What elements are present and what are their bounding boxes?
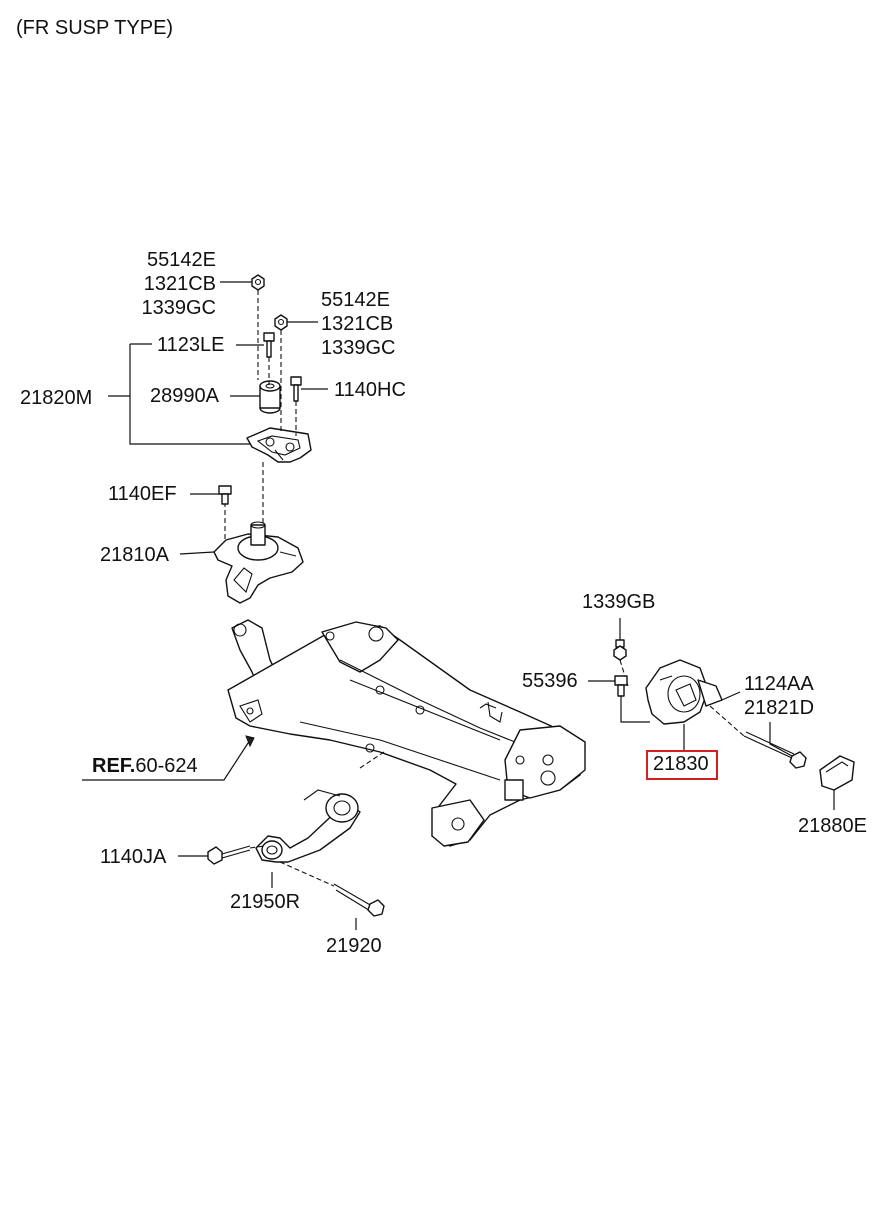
label-21920: 21920 bbox=[326, 935, 382, 957]
label-1124aa: 1124AA bbox=[744, 673, 814, 695]
nut-55142e-b bbox=[274, 314, 288, 331]
cover-21880e bbox=[819, 755, 855, 791]
label-21820m: 21820M bbox=[20, 387, 93, 409]
rod-21950r bbox=[255, 789, 361, 863]
bolt-1140hc bbox=[290, 376, 302, 402]
bolt-1140ef bbox=[218, 485, 232, 505]
bolt-1123le bbox=[263, 332, 275, 358]
bolt-21920 bbox=[279, 861, 385, 917]
label-28990a: 28990A bbox=[150, 385, 219, 407]
label-21950r: 21950R bbox=[230, 891, 301, 913]
label-1321cb-b: 1321CB bbox=[321, 313, 394, 335]
label-1140ef: 1140EF bbox=[108, 483, 177, 505]
label-55142e-a: 55142E bbox=[147, 249, 216, 271]
bracket-21820m bbox=[246, 427, 312, 463]
label-55396: 55396 bbox=[522, 670, 578, 692]
nut-55142e-a bbox=[251, 274, 265, 291]
label-21830[interactable]: 21830 bbox=[653, 753, 709, 775]
label-21880e: 21880E bbox=[798, 815, 867, 837]
label-21810a: 21810A bbox=[100, 544, 169, 566]
bolt-55396 bbox=[614, 675, 628, 697]
diagram-header: (FR SUSP TYPE) bbox=[16, 17, 174, 39]
label-1339gc-b: 1339GC bbox=[321, 337, 396, 359]
label-1321cb-a: 1321CB bbox=[143, 273, 216, 295]
label-1140hc: 1140HC bbox=[334, 379, 406, 401]
label-55142e-b: 55142E bbox=[321, 289, 390, 311]
highlight-box-21830 bbox=[646, 750, 718, 780]
bolt-1140ja bbox=[207, 845, 251, 865]
label-1123le: 1123LE bbox=[157, 334, 225, 356]
mount-21810a bbox=[213, 521, 304, 604]
label-1339gb: 1339GB bbox=[582, 591, 656, 613]
nut-1339gb bbox=[613, 639, 627, 661]
ref-code: 60-624 bbox=[135, 755, 198, 777]
label-21821d: 21821D bbox=[744, 697, 815, 719]
label-1140ja: 1140JA bbox=[100, 846, 167, 868]
bushing-28990a bbox=[259, 380, 281, 414]
mount-21830 bbox=[645, 659, 723, 725]
ref-label: REF.60-624 bbox=[92, 754, 198, 778]
label-1339gc-a: 1339GC bbox=[141, 297, 217, 319]
subframe bbox=[227, 619, 586, 847]
ref-prefix: REF. bbox=[92, 755, 136, 777]
